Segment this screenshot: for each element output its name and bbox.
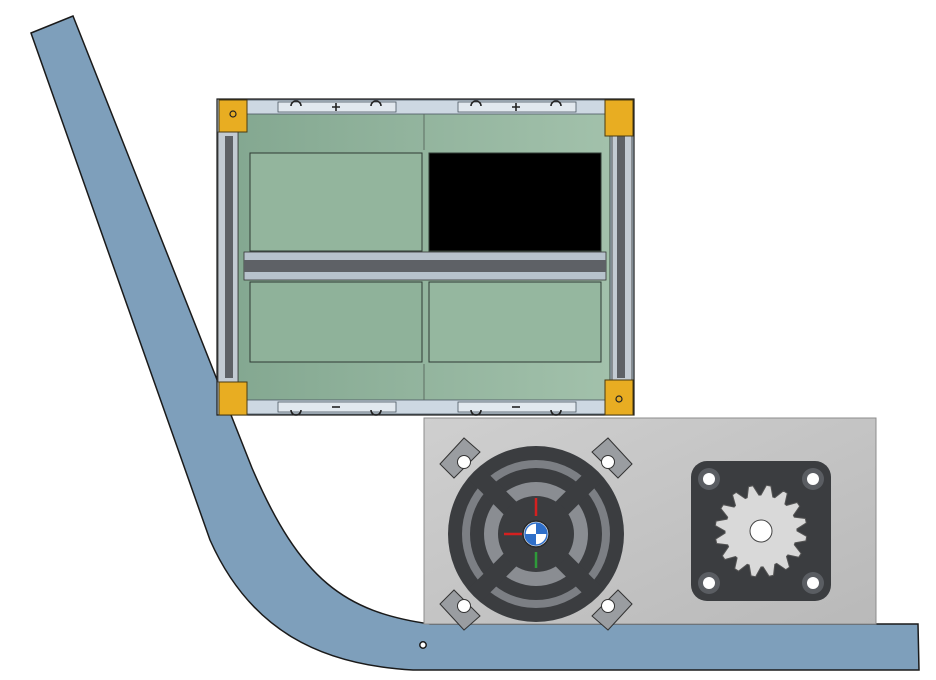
cross-bar (243, 251, 607, 281)
corner-bracket (218, 381, 248, 416)
frame-rail-body (30, 15, 920, 671)
sprocket-bore (749, 519, 773, 543)
motor-mount-plate[interactable] (423, 417, 877, 631)
fan-icon (439, 437, 633, 631)
frame-rail-hole (419, 641, 427, 649)
fan-screw-hole (601, 599, 615, 613)
fan-screw-hole (457, 599, 471, 613)
battery-cell (428, 281, 602, 363)
side-rail-left (217, 131, 239, 383)
corner-bracket (604, 379, 634, 416)
battery-cell (249, 152, 423, 252)
side-rail-right (611, 131, 633, 383)
sprocket-housing-holes (698, 468, 824, 594)
battery-cell (428, 152, 602, 252)
terminal-markings (290, 100, 562, 416)
tray-bottom-edge (237, 399, 611, 415)
battery-tray[interactable] (216, 98, 635, 416)
axis-triad-icon[interactable] (504, 498, 550, 568)
fan-screw-hole (601, 455, 615, 469)
sprocket-icon (691, 461, 831, 601)
corner-brackets (218, 99, 634, 416)
corner-bracket (604, 99, 634, 137)
fan-screw-holes (457, 455, 615, 613)
battery-cell (249, 281, 423, 363)
fan-screw-hole (457, 455, 471, 469)
corner-bracket (218, 99, 248, 133)
frame-rail[interactable] (30, 15, 920, 671)
battery-cells (249, 152, 602, 363)
